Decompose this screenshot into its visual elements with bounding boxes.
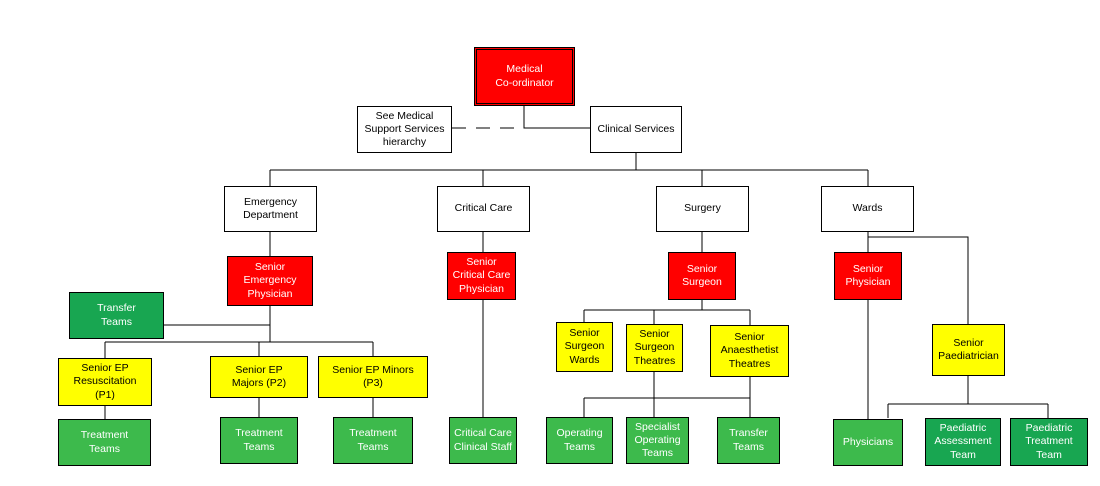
connector-ep-treatment [104,398,374,419]
senior-physician-box: Senior Physician [834,252,902,300]
medical-coordinator-box: Medical Co-ordinator [474,47,575,106]
operating-teams-box: Operating Teams [546,417,613,464]
senior-ep-majors-box: Senior EP Majors (P2) [210,356,308,398]
senior-surgeon-wards-box: Senior Surgeon Wards [556,322,613,372]
senior-ep-resuscitation-box: Senior EP Resuscitation (P1) [58,358,152,406]
senior-ep-minors-box: Senior EP Minors (P3) [318,356,428,398]
connector-clinical-bus [269,153,869,186]
senior-paediatrician-box: Senior Paediatrician [932,324,1005,376]
connector-ep-bus [104,341,374,358]
connector-theatres-bus [583,372,751,417]
paediatric-assessment-team-box: Paediatric Assessment Team [925,418,1001,466]
senior-surgeon-theatres-box: Senior Surgeon Theatres [626,324,683,372]
specialist-operating-teams-box: Specialist Operating Teams [626,417,689,464]
surgery-box: Surgery [656,186,749,232]
wards-box: Wards [821,186,914,232]
paediatric-treatment-team-box: Paediatric Treatment Team [1010,418,1088,466]
senior-emergency-physician-box: Senior Emergency Physician [227,256,313,306]
senior-surgeon-box: Senior Surgeon [668,252,736,300]
connector-coordinator-clinical [523,106,590,129]
treatment-teams-p3-box: Treatment Teams [333,417,413,464]
critical-care-clinical-staff-box: Critical Care Clinical Staff [449,417,517,464]
treatment-teams-p1-box: Treatment Teams [58,419,151,466]
transfer-teams-ed-box: Transfer Teams [69,292,164,339]
senior-anaesthetist-theatres-box: Senior Anaesthetist Theatres [710,325,789,377]
transfer-teams-surgery-box: Transfer Teams [717,417,780,464]
connector-paediatric [868,236,1049,418]
connector-surgery-chain [583,232,751,325]
senior-critical-care-physician-box: Senior Critical Care Physician [447,252,516,300]
clinical-services-box: Clinical Services [590,106,682,153]
see-medical-support-box: See Medical Support Services hierarchy [357,106,452,153]
treatment-teams-p2-box: Treatment Teams [220,417,298,464]
physicians-box: Physicians [833,419,903,466]
emergency-department-box: Emergency Department [224,186,317,232]
critical-care-box: Critical Care [437,186,530,232]
